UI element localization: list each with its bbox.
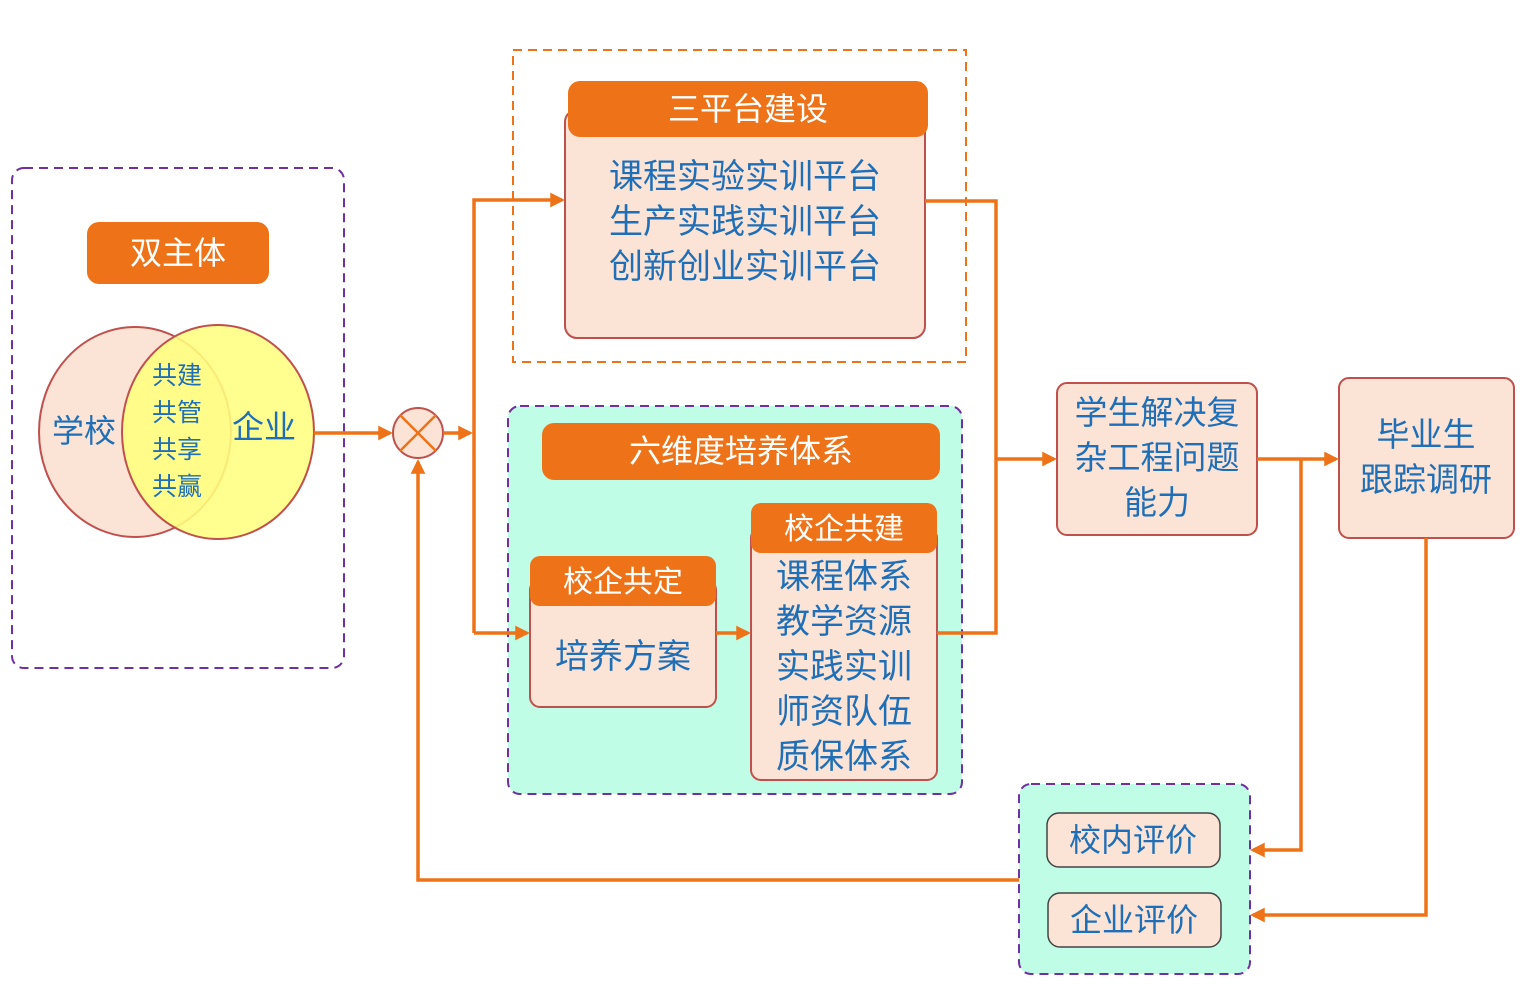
arrow-feedback-to-junction xyxy=(410,459,1019,882)
venn-enterprise-label: 企业 xyxy=(232,408,296,446)
graduate-line-2: 跟踪调研 xyxy=(1360,460,1492,499)
arrow-to-internal-evaluation xyxy=(1250,459,1303,858)
line-merge-to-ability xyxy=(925,199,998,635)
co-build-faculty: 师资队伍 xyxy=(776,692,912,732)
six-dimension-group: 六维度培养体系 校企共定 培养方案 校企共建 课程体系 教学资源 实践实训 师资… xyxy=(507,405,963,795)
graduate-tracking-box xyxy=(1338,377,1515,539)
three-platform-frame xyxy=(512,49,967,363)
co-build-title-box xyxy=(751,503,937,553)
platform-innovation: 创新创业实训平台 xyxy=(609,247,881,287)
ability-group: 学生解决复 杂工程问题 能力 xyxy=(1056,382,1258,536)
circle-x-icon xyxy=(392,407,444,459)
internal-evaluation-label: 校内评价 xyxy=(1069,821,1197,859)
co-build-title: 校企共建 xyxy=(784,512,904,547)
co-build-quality-assurance: 质保体系 xyxy=(776,737,912,777)
co-build-curriculum: 课程体系 xyxy=(776,557,912,597)
dual-subject-title-box xyxy=(87,222,269,284)
dual-subject-frame xyxy=(11,167,345,669)
graduate-tracking-group: 毕业生 跟踪调研 xyxy=(1338,377,1515,539)
venn-shared-share: 共享 xyxy=(152,435,202,464)
arrow-to-enterprise-evaluation xyxy=(1250,538,1428,923)
co-build-practice-training: 实践实训 xyxy=(776,647,912,687)
three-platform-group: 三平台建设 课程实验实训平台 生产实践实训平台 创新创业实训平台 xyxy=(512,49,967,363)
evaluation-group: 校内评价 企业评价 xyxy=(1018,783,1251,975)
venn-school-label: 学校 xyxy=(52,412,116,450)
dual-subject-group: 双主体 学校 企业 共建 共管 共享 共赢 xyxy=(11,167,345,669)
connectors xyxy=(314,192,1428,923)
co-define-content: 培养方案 xyxy=(555,637,691,677)
six-dimension-title-box xyxy=(542,423,940,480)
ability-line-1: 学生解决复 xyxy=(1075,393,1240,432)
six-dimension-title: 六维度培养体系 xyxy=(629,432,853,470)
platform-course-experiment: 课程实验实训平台 xyxy=(609,157,881,197)
venn-shared-win: 共赢 xyxy=(152,472,202,501)
three-platform-title: 三平台建设 xyxy=(668,90,828,128)
venn-shared-manage: 共管 xyxy=(152,398,202,427)
three-platform-title-box xyxy=(568,81,928,137)
co-define-title: 校企共定 xyxy=(563,565,683,600)
enterprise-evaluation-box xyxy=(1047,892,1222,948)
platform-production-practice: 生产实践实训平台 xyxy=(609,202,881,242)
ability-line-3: 能力 xyxy=(1124,483,1190,522)
dual-subject-title: 双主体 xyxy=(130,234,226,272)
ability-line-2: 杂工程问题 xyxy=(1075,438,1240,477)
enterprise-evaluation-label: 企业评价 xyxy=(1070,901,1198,939)
internal-evaluation-box xyxy=(1046,812,1221,868)
co-define-title-box xyxy=(530,556,716,606)
co-build-teaching-resources: 教学资源 xyxy=(776,602,912,642)
graduate-line-1: 毕业生 xyxy=(1377,415,1476,454)
arrow-to-three-platform xyxy=(472,192,565,633)
venn-shared-build: 共建 xyxy=(152,361,202,390)
